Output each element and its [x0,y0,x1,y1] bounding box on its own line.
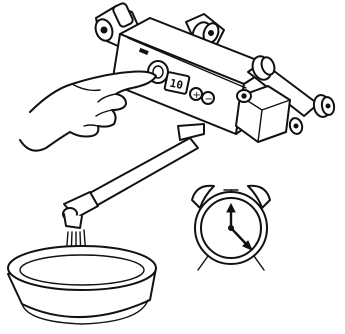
digital-display: 10 [164,72,189,94]
basin-icon [8,246,156,324]
faucet-spout [63,124,204,228]
alarm-clock-icon [192,186,270,270]
plus-button[interactable]: + [190,88,202,101]
plus-symbol: + [193,90,201,101]
display-readout: 10 [168,77,184,92]
minus-symbol: − [205,94,213,105]
hand-icon [20,72,156,151]
minus-button[interactable]: − [202,92,214,105]
